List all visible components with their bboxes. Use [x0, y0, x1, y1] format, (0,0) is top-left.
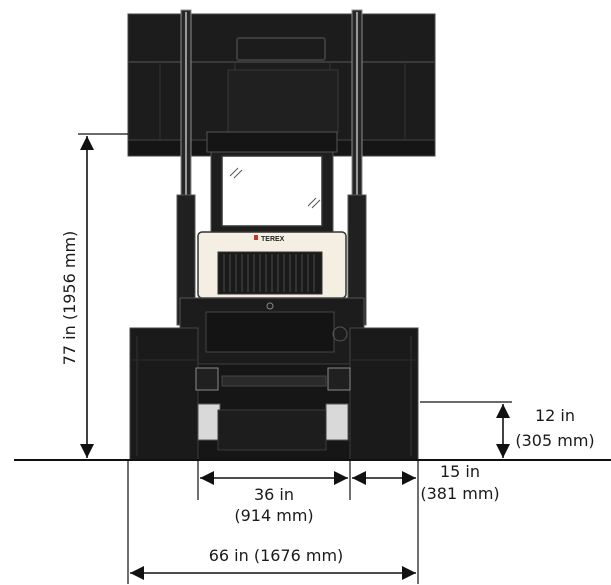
undercarriage: [195, 363, 351, 461]
engine-grille-panel: TEREX: [197, 231, 347, 299]
track-width-metric-label: (381 mm): [420, 484, 499, 503]
track-gauge-imperial-label: 36 in: [254, 485, 294, 504]
overall-width-label: 66 in (1676 mm): [209, 546, 344, 565]
lift-arm-right: [347, 9, 367, 326]
track-right: [349, 327, 419, 461]
clearance-metric-label: (305 mm): [515, 431, 594, 450]
overall-height-label: 77 in (1956 mm): [60, 231, 79, 366]
radiator-grille: [217, 251, 323, 295]
operator-cab: [206, 131, 338, 233]
brand-logo-text: TEREX: [261, 236, 285, 243]
track-gauge-metric-label: (914 mm): [234, 506, 313, 525]
compact-track-loader-front-view: TEREX: [127, 9, 436, 461]
track-left: [129, 327, 199, 461]
lift-arm-left: [176, 9, 196, 326]
clearance-imperial-label: 12 in: [535, 406, 575, 425]
dimension-annotations: [14, 133, 611, 584]
front-frame: [179, 297, 365, 365]
track-width-imperial-label: 15 in: [440, 462, 480, 481]
